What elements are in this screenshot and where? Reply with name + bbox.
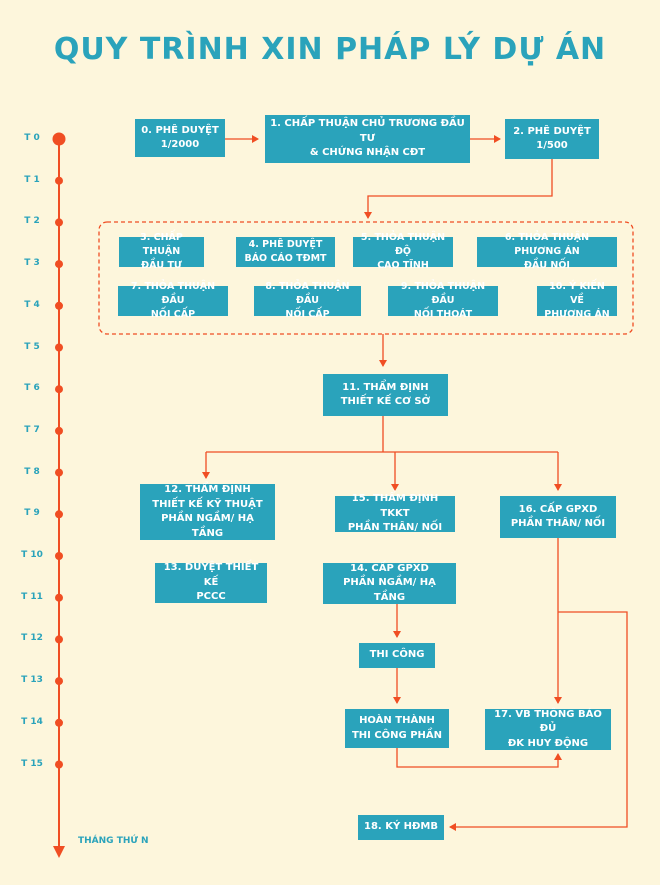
- step-4-box: 4. PHÊ DUYỆT BÁO CÁO TĐMT: [236, 237, 335, 267]
- timeline-label: T 7: [24, 424, 40, 435]
- step-6-box: 6. THỎA THUẬN PHƯƠNG ÁN ĐẦU NỐI: [477, 232, 617, 271]
- timeline-label: T 13: [21, 675, 43, 686]
- arrow-2-group: [364, 159, 553, 219]
- arrow-hoanthanh-17: [396, 748, 562, 768]
- step-16-box: 16. CẤP GPXD PHẦN THÂN/ NỐI: [500, 496, 616, 538]
- timeline-dot: [55, 677, 63, 686]
- timeline-label: T 3: [24, 258, 40, 269]
- connectors: [98, 135, 634, 831]
- timeline-label: T 4: [24, 299, 40, 310]
- timeline-dot: [52, 132, 66, 146]
- timeline-dot: [55, 176, 63, 185]
- timeline-arrow-head: [53, 846, 65, 858]
- step-8-box: 8. THỎA THUẬN ĐẦU NỐI CẤP: [254, 281, 361, 320]
- timeline-dot: [55, 552, 63, 560]
- timeline-label: T 1: [24, 174, 40, 185]
- timeline-dot: [55, 718, 63, 727]
- timeline-label: T 0: [24, 133, 40, 143]
- timeline-dot: [55, 343, 63, 352]
- timeline-dot: [55, 385, 63, 394]
- timeline-dot: [55, 260, 63, 269]
- timeline-label: T 5: [24, 341, 40, 352]
- thi-cong-box: THI CÔNG: [359, 643, 435, 668]
- timeline-label: T 6: [24, 383, 40, 394]
- step-11-box: 11. THẨM ĐỊNH THIẾT KẾ CƠ SỞ: [323, 374, 448, 416]
- step-15-box: 15. THẨM ĐỊNH TKKT PHẦN THÂN/ NỐI: [335, 493, 455, 533]
- timeline-label: T 14: [21, 716, 43, 727]
- timeline-dot: [55, 218, 63, 227]
- timeline-label: T 9: [24, 508, 40, 519]
- step-9-box: 9. THỎA THUẬN ĐẦU NỐI THOÁT: [388, 281, 498, 320]
- timeline-dot: [55, 426, 63, 435]
- timeline-label: T 15: [21, 758, 43, 769]
- timeline-axis: [52, 132, 66, 858]
- timeline-label: T 8: [24, 466, 40, 477]
- timeline-dot: [55, 468, 63, 477]
- step-1-box: 1. CHẤP THUẬN CHỦ TRƯƠNG ĐẦU TƯ & CHỨNG …: [265, 115, 470, 163]
- timeline-dot: [55, 301, 63, 310]
- step-13-box: 13. DUYỆT THIẾT KẾ PCCC: [155, 562, 267, 603]
- timeline-label: T 2: [24, 216, 40, 227]
- step-14-box: 14. CẤP GPXD PHẦN NGẦM/ HẠ TẦNG: [323, 563, 456, 604]
- timeline-dot: [55, 510, 63, 519]
- timeline-dot: [55, 593, 63, 602]
- timeline-dot: [55, 635, 63, 644]
- step-17-box: 17. VB THÔNG BÁO ĐỦ ĐK HUY ĐỘNG: [485, 709, 611, 750]
- step-3-box: 3. CHẤP THUẬN ĐẦU TƯ: [119, 232, 204, 271]
- timeline-label: T 10: [21, 550, 43, 560]
- step-2-box: 2. PHÊ DUYỆT 1/500: [505, 119, 599, 159]
- page-title: QUY TRÌNH XIN PHÁP LÝ DỰ ÁN: [53, 32, 607, 67]
- step-12-box: 12. THẨM ĐỊNH THIẾT KẾ KỸ THUẬT PHẦN NGẦ…: [140, 484, 275, 540]
- arrow-16-18: [449, 611, 628, 831]
- step-10-box: 10. Ý KIẾN VỀ PHƯƠNG ÁN: [537, 281, 617, 320]
- timeline-label: T 11: [21, 591, 43, 602]
- axis-label: THÁNG THỨ N: [78, 836, 149, 846]
- step-18-box: 18. KÝ HĐMB: [358, 815, 444, 840]
- timeline-dot: [55, 760, 63, 769]
- timeline-label: T 12: [21, 633, 43, 644]
- hoan-thanh-box: HOÀN THÀNH THI CÔNG PHẦN: [345, 709, 449, 748]
- step-7-box: 7. THỎA THUẬN ĐẦU NỐI CẤP: [118, 281, 228, 320]
- parallel-group-frame: [98, 221, 634, 335]
- step-0-box: 0. PHÊ DUYỆT 1/2000: [135, 119, 225, 157]
- step-5-box: 5. THỎA THUẬN ĐỘ CAO TĨNH: [353, 232, 453, 271]
